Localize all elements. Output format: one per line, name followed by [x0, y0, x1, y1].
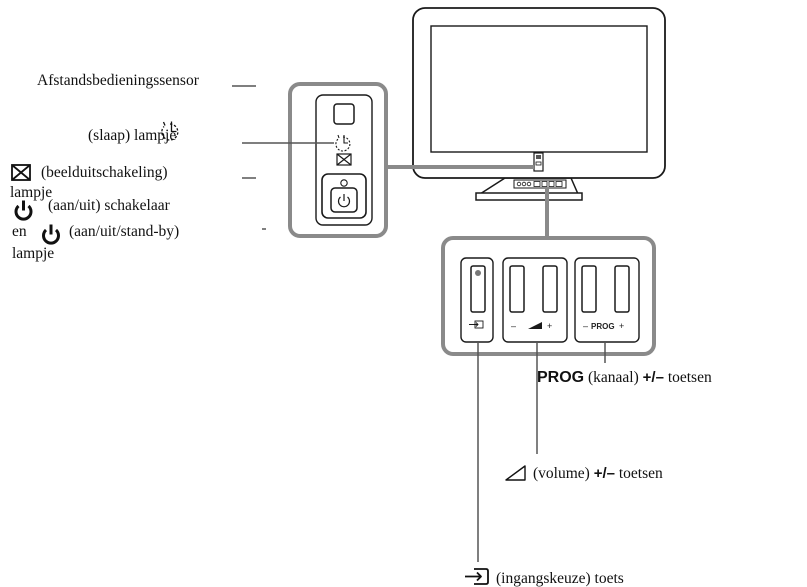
prog-panel-label: PROG — [591, 322, 615, 331]
sleep-lamp-icon — [335, 134, 351, 152]
prog-plus-button[interactable] — [614, 265, 630, 313]
label-prog-tail: toetsen — [667, 369, 712, 386]
tv-stand-base — [475, 192, 583, 201]
label-remote-sensor: Afstandsbedieningssensor — [37, 72, 199, 89]
standby-lamp — [340, 179, 348, 187]
tv-screen — [430, 25, 648, 153]
input-button-dot — [475, 270, 481, 276]
prog-minus-text: – — [583, 321, 589, 331]
volume-plus-button[interactable] — [542, 265, 558, 313]
tv-strip-buttons — [516, 181, 563, 187]
label-prog-keys: PROG (kanaal) +/– toetsen — [537, 370, 712, 386]
label-picture-off: (beelduitschakeling) — [41, 164, 168, 181]
picture-off-lamp-icon — [336, 153, 352, 166]
label-prog-bold: PROG — [537, 369, 585, 386]
tv-front-led — [535, 161, 542, 166]
bottom-callout-panel — [441, 236, 656, 356]
label-power-en: en — [12, 223, 27, 240]
label-power-standby: (aan/uit/stand-by) — [69, 223, 180, 240]
leader-lines — [232, 85, 606, 562]
label-sleep-icon — [161, 121, 179, 141]
label-volume-text: (volume) — [533, 465, 590, 482]
volume-minus-button[interactable] — [509, 265, 525, 313]
tv-front-sensor-dot — [536, 155, 541, 159]
label-volume-icon — [505, 465, 526, 481]
label-volume-keys: (volume) +/– toetsen — [533, 466, 663, 482]
label-power-icon-1 — [14, 200, 33, 221]
label-picture-off-lamp: lampje — [10, 184, 53, 201]
left-callout-panel — [288, 82, 388, 238]
label-sleep-lamp: (slaap) lampje — [88, 127, 177, 144]
prog-minus-button[interactable] — [581, 265, 597, 313]
label-volume-plusminus: +/– — [593, 465, 615, 482]
label-power-lamp: lampje — [12, 245, 55, 262]
power-symbol-icon — [337, 194, 351, 208]
label-power-switch: (aan/uit) schakelaar — [48, 197, 170, 214]
remote-sensor-window — [333, 103, 355, 125]
label-prog-rest: (kanaal) — [588, 369, 639, 386]
label-input-icon — [465, 568, 489, 585]
volume-ramp-icon — [528, 322, 542, 329]
input-select-small-icon — [469, 320, 484, 329]
input-button[interactable] — [470, 265, 486, 313]
label-picture-off-icon — [11, 164, 31, 181]
label-volume-tail: toetsen — [618, 465, 663, 482]
prog-plus-text: + — [619, 321, 625, 331]
label-power-icon-2 — [42, 224, 60, 245]
label-prog-plusminus: +/– — [642, 369, 664, 386]
label-input-key: (ingangskeuze) toets — [496, 570, 624, 587]
vol-plus-text: + — [547, 321, 553, 331]
vol-minus-text: – — [511, 321, 517, 331]
callout-connectors — [385, 165, 549, 238]
tv-illustration — [412, 7, 666, 201]
